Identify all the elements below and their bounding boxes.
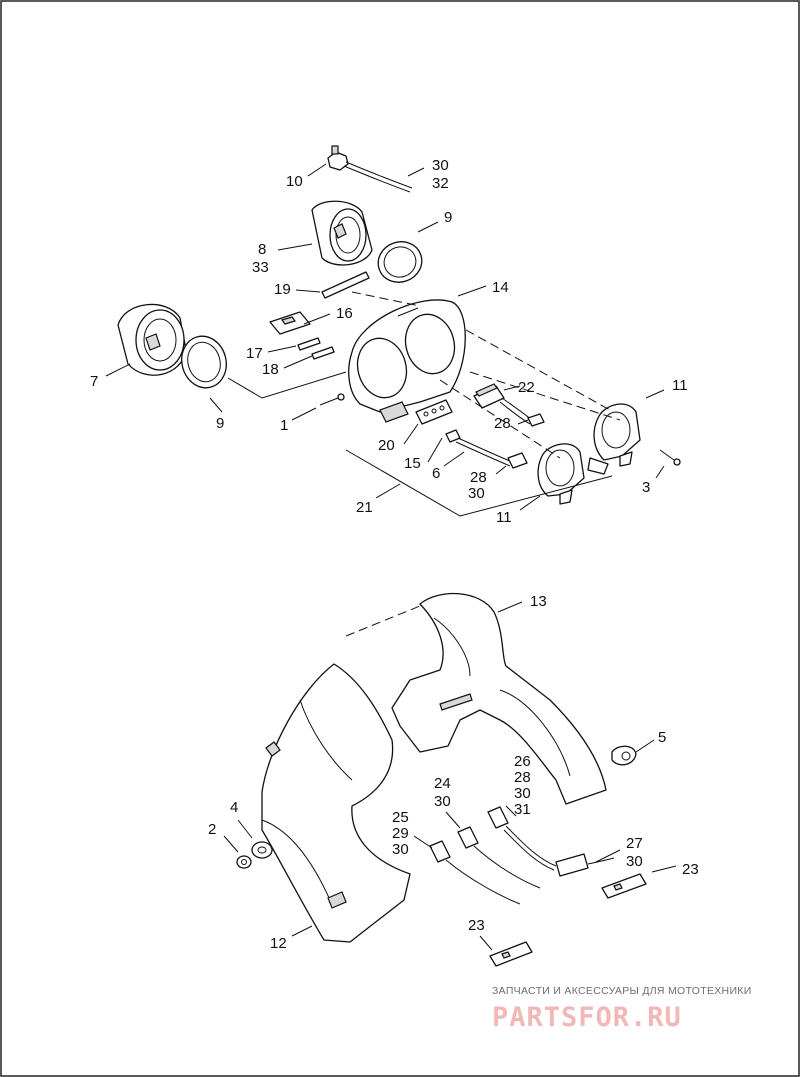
callout-30: 30 (468, 485, 485, 502)
part-11-bracket-left (537, 443, 609, 505)
callout-29: 29 (392, 825, 409, 842)
part-23-plate-upper (601, 873, 647, 899)
assembly-dashed-lines-top (351, 291, 621, 459)
callout-13: 13 (530, 593, 547, 610)
callout-33: 33 (252, 259, 269, 276)
callout-30: 30 (514, 785, 531, 802)
part-23-plate-lower (489, 941, 533, 967)
watermark: ЗАПЧАСТИ И АКСЕССУАРЫ ДЛЯ МОТОТЕХНИКИ PA… (492, 985, 752, 1033)
part-27-harness (555, 853, 615, 877)
part-24-switch (457, 826, 541, 889)
callout-9: 9 (216, 415, 224, 432)
part-17-pad (297, 337, 321, 351)
callout-labels: 10 30 32 9 8 33 19 14 16 17 18 7 9 1 22 … (90, 157, 699, 952)
callout-12: 12 (270, 935, 287, 952)
part-13-upper-panel (391, 592, 607, 805)
watermark-brand: PARTSFOR.RU (492, 1002, 682, 1033)
callout-26: 26 (514, 753, 531, 770)
callout-11: 11 (496, 509, 512, 526)
watermark-subtitle: ЗАПЧАСТИ И АКСЕССУАРЫ ДЛЯ МОТОТЕХНИКИ (492, 985, 752, 997)
part-25-switch (429, 840, 521, 905)
part-1-screw (319, 393, 345, 406)
part-8-gauge (311, 200, 373, 266)
callout-28: 28 (470, 469, 487, 486)
part-9-gasket-lower (181, 335, 227, 389)
callout-14: 14 (492, 279, 509, 296)
part-3-screw (659, 449, 681, 466)
part-22-connector (473, 383, 545, 427)
part-4-washer (251, 841, 273, 859)
callout-24: 24 (434, 775, 451, 792)
callout-4: 4 (230, 799, 238, 816)
callout-17: 17 (246, 345, 263, 362)
callout-22: 22 (518, 379, 535, 396)
part-9-gasket-upper (377, 241, 423, 283)
callout-20: 20 (378, 437, 395, 454)
callout-23: 23 (468, 917, 485, 934)
callout-3: 3 (642, 479, 650, 496)
part-10-switch (327, 145, 413, 193)
part-2-screw (236, 855, 252, 869)
callout-30: 30 (392, 841, 409, 858)
callout-5: 5 (658, 729, 666, 746)
part-16-bracket (269, 311, 311, 335)
callout-28: 28 (494, 415, 511, 432)
part-6-harness (445, 429, 528, 469)
callout-2: 2 (208, 821, 216, 838)
part-14-gauge-bezel (348, 299, 466, 423)
part-11-bracket-right (593, 403, 641, 467)
callout-7: 7 (90, 373, 98, 390)
callout-16: 16 (336, 305, 353, 322)
part-5-clip (611, 745, 637, 766)
callout-27: 27 (626, 835, 643, 852)
callout-18: 18 (262, 361, 279, 378)
callout-9: 9 (444, 209, 452, 226)
part-19-strip (321, 271, 370, 299)
callout-31: 31 (514, 801, 531, 818)
callout-6: 6 (432, 465, 440, 482)
part-26-switch (487, 806, 557, 871)
part-12-lower-panel (261, 663, 411, 943)
callout-23: 23 (682, 861, 699, 878)
group-outlines (227, 371, 613, 517)
callout-30: 30 (434, 793, 451, 810)
callout-19: 19 (274, 281, 291, 298)
callout-8: 8 (258, 241, 266, 258)
callout-32: 32 (432, 175, 449, 192)
callout-1: 1 (280, 417, 288, 434)
callout-21: 21 (356, 499, 373, 516)
leader-lines (105, 163, 677, 951)
callout-15: 15 (404, 455, 421, 472)
callout-11: 11 (672, 377, 688, 394)
callout-25: 25 (392, 809, 409, 826)
callout-10: 10 (286, 173, 303, 190)
part-20-connector (415, 399, 453, 425)
part-18-pad (311, 346, 335, 360)
callout-30: 30 (626, 853, 643, 870)
callout-30: 30 (432, 157, 449, 174)
callout-28: 28 (514, 769, 531, 786)
